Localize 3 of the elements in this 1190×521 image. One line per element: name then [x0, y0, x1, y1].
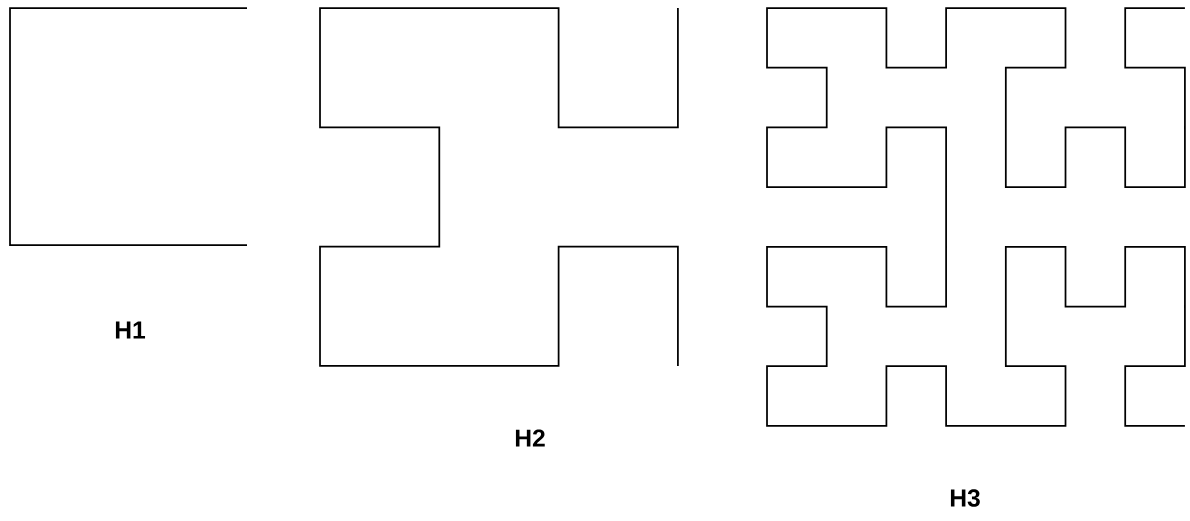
- curve-label: H1: [115, 321, 146, 339]
- curve-label: H3: [950, 489, 980, 507]
- curve-label: H2: [515, 429, 545, 447]
